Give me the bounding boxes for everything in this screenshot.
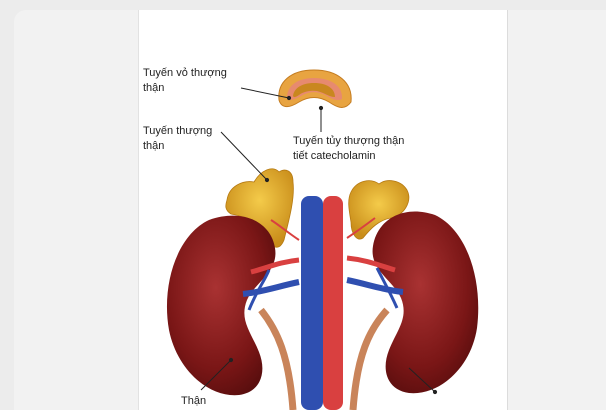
label-adrenal-cortex: Tuyến vỏ thượng thận — [143, 66, 227, 96]
aorta — [323, 196, 343, 410]
label-kidney: Thận — [181, 394, 206, 409]
label-adrenal-gland: Tuyến thượng thận — [143, 124, 212, 154]
adrenal-cross-section — [279, 70, 351, 107]
vena-cava — [301, 196, 323, 410]
image-panel: Tuyến vỏ thượng thận Tuyến thượng thận T… — [138, 10, 508, 410]
label-adrenal-medulla: Tuyến tủy thượng thận tiết catecholamin — [293, 134, 404, 164]
right-kidney — [373, 211, 479, 393]
left-kidney — [167, 216, 275, 396]
